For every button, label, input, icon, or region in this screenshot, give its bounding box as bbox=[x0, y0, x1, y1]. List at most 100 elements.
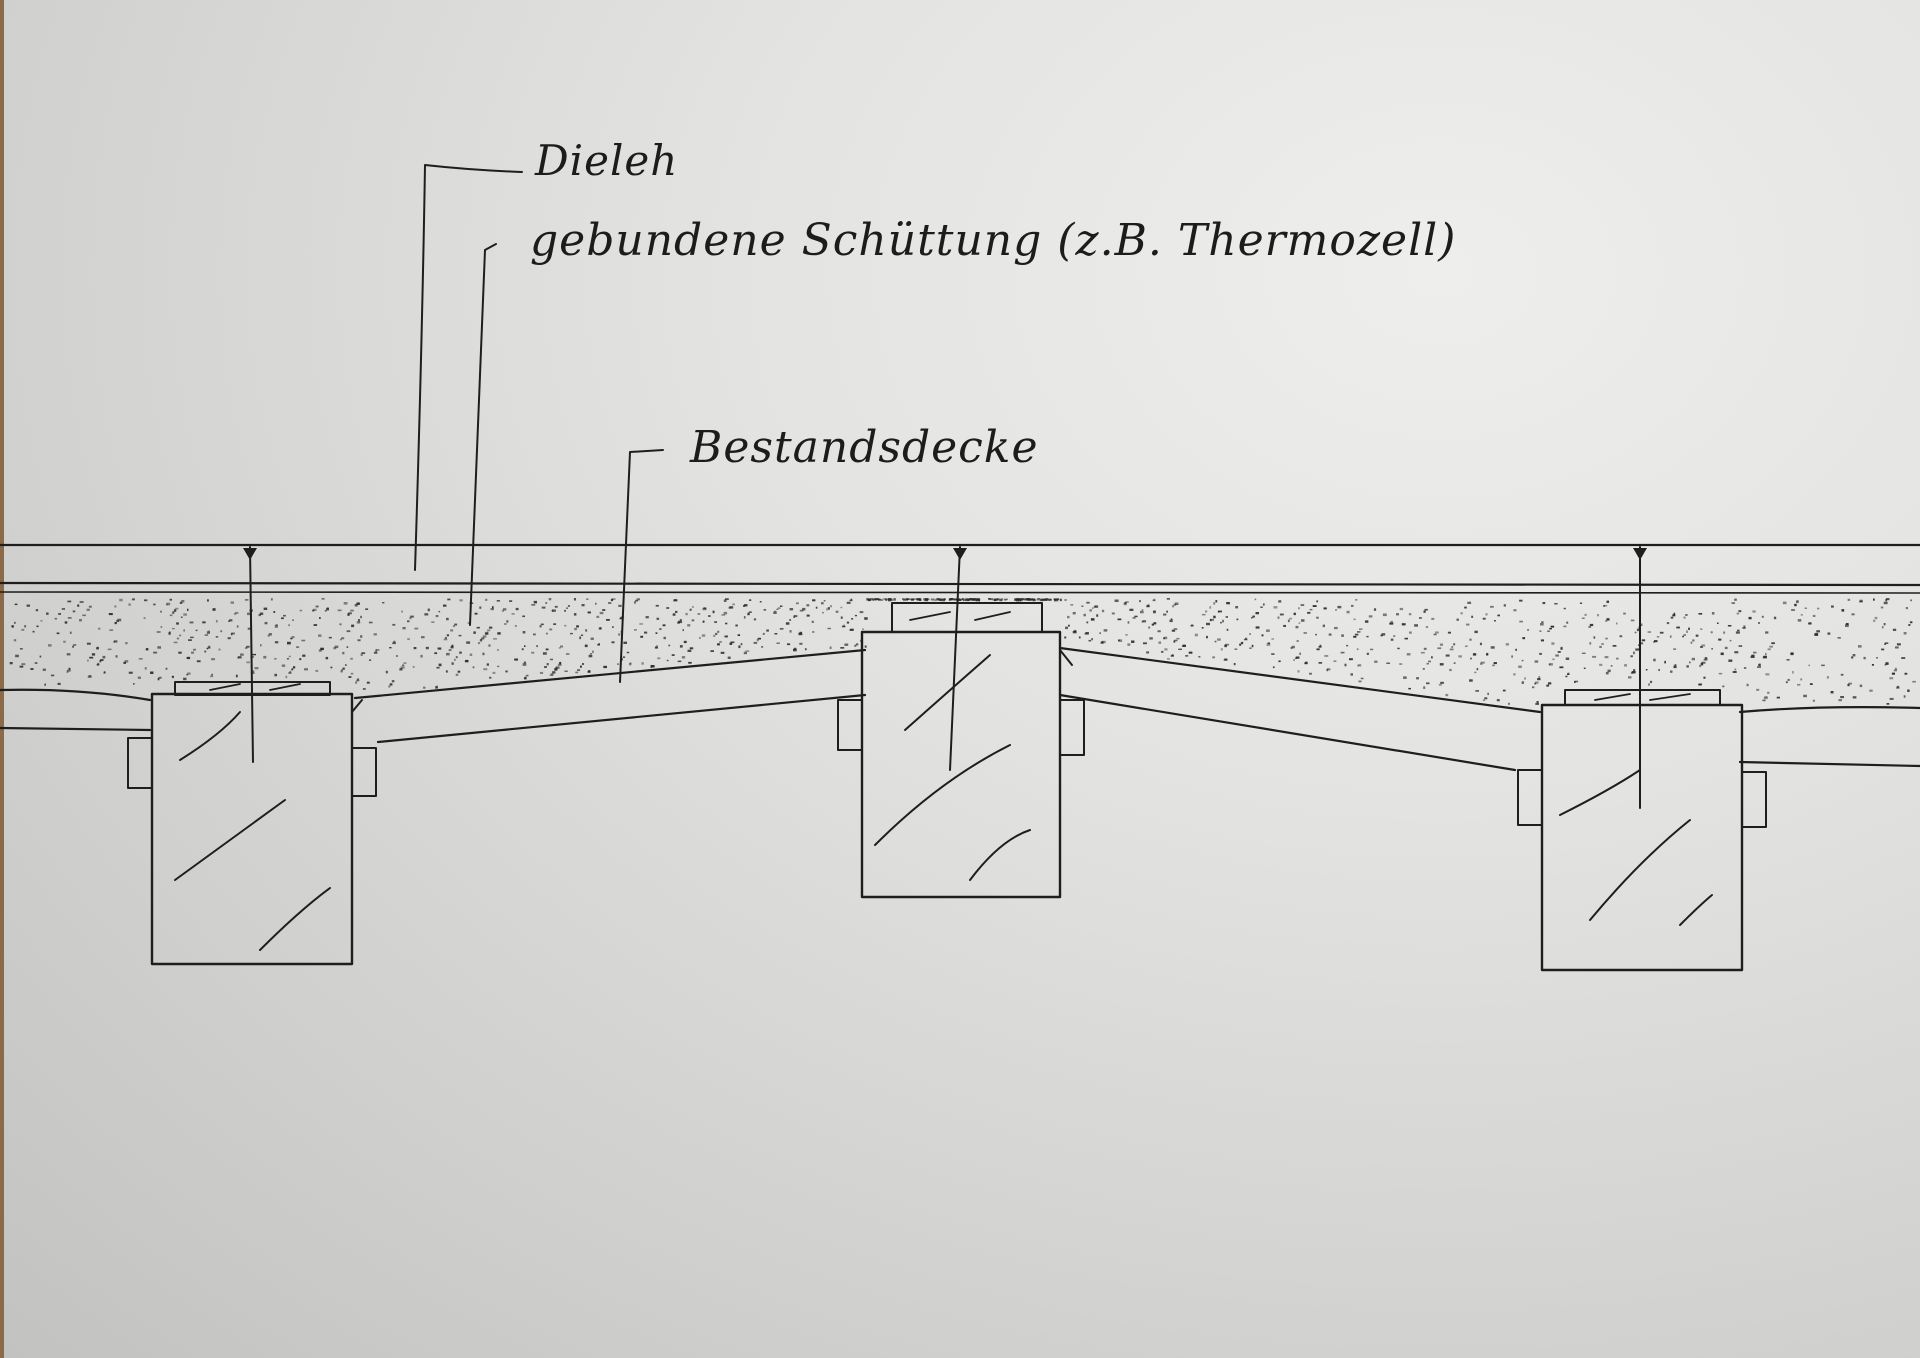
fill-speck bbox=[506, 620, 509, 623]
fill-speck bbox=[1422, 668, 1425, 670]
fill-speck bbox=[1816, 630, 1820, 633]
fill-speck bbox=[1527, 629, 1529, 631]
fill-speck bbox=[1355, 599, 1358, 601]
fill-speck bbox=[657, 657, 661, 660]
fill-speck bbox=[930, 598, 934, 601]
fill-speck bbox=[446, 652, 450, 656]
fill-speck bbox=[720, 651, 725, 654]
fill-speck bbox=[687, 624, 691, 627]
fill-speck bbox=[618, 633, 621, 636]
fill-speck bbox=[347, 613, 350, 616]
beam-3 bbox=[1517, 689, 1767, 972]
fill-speck bbox=[1255, 612, 1259, 615]
fill-speck bbox=[493, 638, 497, 640]
fill-speck bbox=[173, 641, 178, 644]
fill-speck bbox=[567, 605, 570, 607]
fill-speck bbox=[689, 647, 694, 650]
fill-speck bbox=[169, 598, 172, 601]
fill-speck bbox=[1249, 647, 1252, 649]
fill-speck bbox=[1439, 643, 1443, 646]
fill-speck bbox=[974, 598, 978, 601]
fill-speck bbox=[39, 655, 42, 658]
fill-speck bbox=[521, 648, 524, 651]
fill-speck bbox=[1369, 648, 1374, 651]
fill-speck bbox=[1645, 669, 1648, 671]
fill-speck bbox=[1067, 615, 1070, 619]
fill-speck bbox=[1134, 615, 1138, 618]
fill-speck bbox=[555, 666, 560, 669]
fill-speck bbox=[724, 635, 728, 638]
fill-speck bbox=[1812, 699, 1815, 702]
fill-speck bbox=[1589, 642, 1592, 645]
screws bbox=[243, 546, 1647, 809]
fill-speck bbox=[486, 663, 489, 666]
fill-speck bbox=[488, 644, 491, 647]
fill-speck bbox=[1037, 598, 1041, 600]
fill-speck bbox=[1847, 598, 1851, 601]
fill-speck bbox=[350, 672, 354, 675]
fill-speck bbox=[738, 645, 741, 649]
fill-speck bbox=[1178, 648, 1182, 650]
fill-speck bbox=[699, 637, 701, 639]
fill-speck bbox=[1340, 651, 1345, 654]
fill-speck bbox=[1676, 626, 1680, 629]
fill-speck bbox=[451, 644, 454, 648]
beam-2 bbox=[837, 602, 1085, 899]
fill-speck bbox=[1513, 673, 1516, 676]
fill-speck bbox=[1458, 655, 1462, 658]
fill-speck bbox=[545, 602, 548, 604]
fill-speck bbox=[211, 673, 213, 676]
fill-speck bbox=[1030, 598, 1033, 601]
fill-speck bbox=[145, 648, 149, 651]
fill-speck bbox=[1149, 637, 1153, 640]
fill-speck bbox=[1831, 605, 1834, 608]
fill-speck bbox=[522, 663, 527, 666]
fill-speck bbox=[1074, 629, 1077, 633]
fill-speck bbox=[1240, 641, 1244, 645]
fill-speck bbox=[1423, 610, 1426, 613]
fill-speck bbox=[337, 609, 342, 612]
fill-speck bbox=[961, 598, 964, 601]
fill-speck bbox=[367, 681, 370, 684]
fill-speck bbox=[1800, 614, 1803, 616]
fill-speck bbox=[1322, 624, 1325, 628]
fill-speck bbox=[1054, 598, 1056, 602]
fill-speck bbox=[540, 623, 544, 626]
fill-speck bbox=[1129, 608, 1134, 611]
fill-speck bbox=[281, 664, 286, 667]
fill-speck bbox=[1612, 645, 1617, 647]
fill-speck bbox=[1524, 677, 1526, 680]
fill-speck bbox=[505, 670, 508, 673]
fill-speck bbox=[128, 671, 133, 674]
fill-speck bbox=[719, 641, 722, 643]
fill-speck bbox=[1215, 600, 1218, 603]
fill-speck bbox=[1420, 651, 1425, 654]
fill-speck bbox=[514, 625, 517, 627]
fill-speck bbox=[1201, 613, 1206, 616]
fill-speck bbox=[1837, 637, 1841, 639]
fill-speck bbox=[193, 648, 196, 651]
fill-speck bbox=[1589, 623, 1594, 627]
fill-speck bbox=[489, 676, 492, 679]
fill-speck bbox=[835, 610, 839, 613]
fill-speck bbox=[743, 651, 747, 655]
fill-speck bbox=[357, 639, 361, 642]
fill-speck bbox=[793, 615, 798, 618]
fill-speck bbox=[165, 667, 168, 670]
fill-speck bbox=[1732, 671, 1737, 673]
schuettung-fill bbox=[9, 598, 1916, 705]
fill-speck bbox=[862, 628, 864, 630]
fill-speck bbox=[850, 628, 854, 631]
fill-speck bbox=[457, 670, 461, 673]
fill-speck bbox=[1537, 678, 1541, 681]
fill-speck bbox=[729, 642, 733, 645]
fill-speck bbox=[524, 645, 526, 647]
fill-speck bbox=[584, 644, 588, 648]
fill-speck bbox=[1070, 604, 1074, 606]
fill-speck bbox=[19, 665, 24, 668]
fill-speck bbox=[1885, 598, 1890, 601]
fill-speck bbox=[866, 598, 870, 601]
fill-speck bbox=[612, 626, 614, 628]
fill-speck bbox=[160, 610, 162, 613]
